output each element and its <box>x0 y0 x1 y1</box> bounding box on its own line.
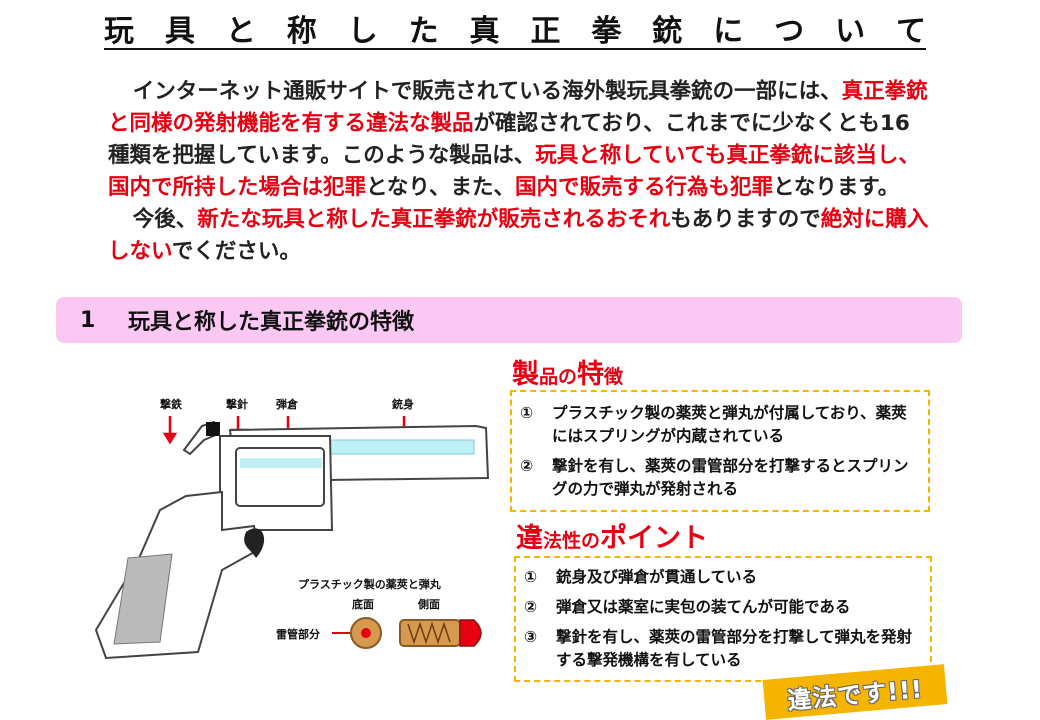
intro-paragraph-2: 今後、新たな玩具と称した真正拳銃が販売されるおそれもありますので絶対に購入しない… <box>108 204 930 268</box>
list-item-number: ② <box>524 598 538 616</box>
section-number: 1 <box>80 307 96 333</box>
title-char: 具 <box>164 14 195 49</box>
body-text: でください。 <box>171 239 301 264</box>
list-item: ② 撃針を有し、薬莢の雷管部分を打撃するとスプリングの力で弾丸が発射される <box>520 455 922 501</box>
label-firing-pin: 撃針 <box>226 397 248 411</box>
section-heading-bar: 1 玩具と称した真正拳銃の特徴 <box>56 297 962 343</box>
list-item-text: 撃針を有し、薬莢の雷管部分を打撃するとスプリングの力で弾丸が発射される <box>552 457 909 498</box>
features-heading-part1: 製 <box>512 359 539 390</box>
title-char: た <box>408 14 439 49</box>
revolver-illustration: 撃鉄 撃針 弾倉 銃身 プラスチック製の薬莢と弾丸 底面 側面 雷管部分 <box>94 397 490 660</box>
list-item-number: ③ <box>524 628 538 646</box>
illegality-heading-part2: 法性の <box>543 530 601 552</box>
illegality-heading-part3: ポイント <box>600 523 709 554</box>
title-char: 銃 <box>652 14 683 49</box>
emphasis-text: 絶対に購入しない <box>108 207 929 264</box>
list-item-text: 銃身及び弾倉が貫通している <box>556 568 758 586</box>
body-text: となり、また、 <box>366 175 516 200</box>
cartridge-caption: プラスチック製の薬莢と弾丸 <box>298 577 442 591</box>
body-text: インターネット通販サイトで販売されている海外製玩具拳銃の一部には、 <box>132 79 842 104</box>
body-text: となります。 <box>773 175 900 200</box>
section-title: 玩具と称した真正拳銃の特徴 <box>128 310 415 335</box>
title-char: 玩 <box>104 14 134 49</box>
features-heading-part4: 徴 <box>604 366 624 388</box>
title-char: 拳 <box>591 14 622 49</box>
body-text: 今後、 <box>132 207 198 232</box>
list-item-number: ① <box>520 404 534 422</box>
title-char: て <box>895 14 926 49</box>
grip-checkering <box>113 553 173 645</box>
intro-text: インターネット通販サイトで販売されている海外製玩具拳銃の一部には、真正拳銃と同様… <box>108 76 930 268</box>
features-heading: 製品の特徴 <box>512 352 623 391</box>
emphasis-text: 国内で販売する行為も犯罪 <box>515 175 774 200</box>
revolver-diagram: 撃鉄 撃針 弾倉 銃身 プラスチック製の薬莢と弾丸 底面 側面 雷管部分 <box>90 380 510 680</box>
list-item-number: ① <box>524 568 538 586</box>
title-char: つ <box>774 14 805 49</box>
emphasis-text: 玩具と称していても真正拳銃に該当し、国内で所持した場合は犯罪 <box>108 143 920 200</box>
title-char: 称 <box>286 14 317 49</box>
title-char: 真 <box>469 14 500 49</box>
title-char: し <box>347 14 378 49</box>
list-item: ② 弾倉又は薬室に実包の装てんが可能である <box>524 596 924 619</box>
list-item: ① 銃身及び弾倉が貫通している <box>524 566 924 589</box>
primer-label: 雷管部分 <box>276 627 320 641</box>
hammer-spur <box>206 422 220 436</box>
list-item: ① プラスチック製の薬莢と弾丸が付属しており、薬莢にはスプリングが内蔵されている <box>520 402 922 448</box>
cylinder-shape <box>235 447 325 507</box>
title-char: い <box>835 14 866 49</box>
body-text: もありますので <box>670 207 821 232</box>
title-char: に <box>713 14 744 49</box>
list-item-text: 弾倉又は薬室に実包の装てんが可能である <box>556 598 851 616</box>
label-barrel: 銃身 <box>392 397 414 411</box>
title-char: 正 <box>530 14 561 49</box>
internal-spring <box>407 621 451 645</box>
chamber-highlight <box>240 458 322 468</box>
emphasis-text: 新たな玩具と称した真正拳銃が販売されるおそれ <box>197 207 671 232</box>
intro-paragraph-1: インターネット通販サイトで販売されている海外製玩具拳銃の一部には、真正拳銃と同様… <box>108 76 930 204</box>
page-title: 玩具と称した真正拳銃について <box>104 8 926 50</box>
illegality-heading: 違法性のポイント <box>516 516 708 555</box>
label-cylinder: 弾倉 <box>276 397 299 411</box>
trigger-shape <box>244 528 265 558</box>
emphasis-text: 真正拳銃と同様の発射機能を有する違法な製品 <box>108 79 928 136</box>
list-item: ③ 撃針を有し、薬莢の雷管部分を打撃して弾丸を発射する撃発機構を有している <box>524 626 924 672</box>
list-item-text: プラスチック製の薬莢と弾丸が付属しており、薬莢にはスプリングが内蔵されている <box>552 404 907 445</box>
features-box: ① プラスチック製の薬莢と弾丸が付属しており、薬莢にはスプリングが内蔵されている ②… <box>510 390 930 512</box>
bottom-view-label: 底面 <box>352 597 374 611</box>
primer-dot <box>361 628 371 638</box>
body-text: が確認されており、これまでに少なくとも16種類を把握しています。このような製品は… <box>108 111 910 168</box>
side-view-label: 側面 <box>417 597 440 611</box>
features-heading-part2: 品の <box>539 366 578 388</box>
illegality-box: ① 銃身及び弾倉が貫通している ② 弾倉又は薬室に実包の装てんが可能である ③ 撃針を有し… <box>514 556 932 682</box>
list-item-text: 撃針を有し、薬莢の雷管部分を打撃して弾丸を発射する撃発機構を有している <box>556 628 913 669</box>
label-hammer: 撃鉄 <box>160 397 183 411</box>
features-heading-part3: 特 <box>577 359 605 390</box>
list-item-number: ② <box>520 457 534 475</box>
bullet-tip <box>459 619 482 647</box>
cartridge-side-view <box>399 619 461 647</box>
illegality-heading-part1: 違 <box>516 523 543 554</box>
title-char: と <box>225 14 256 49</box>
